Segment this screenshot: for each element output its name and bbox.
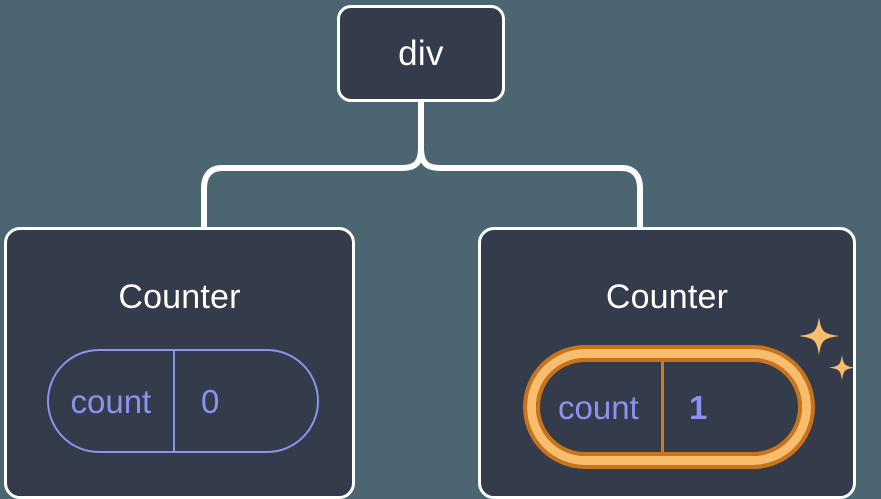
node-div[interactable]: div [337, 5, 505, 102]
hook-pill-wrapper: count 0 [43, 349, 322, 453]
hook-value-cell: 0 [173, 351, 245, 451]
counter-title: Counter [605, 278, 729, 316]
connector-to-right-child [418, 145, 643, 230]
connector-to-left-child [201, 145, 424, 230]
node-counter-left[interactable]: Counter count 0 [4, 227, 355, 499]
hook-pill-wrapper: count 1 [521, 349, 817, 465]
hook-pill-count[interactable]: count 0 [46, 349, 319, 453]
hook-value-label: 0 [201, 382, 220, 420]
hook-key-cell: count [536, 358, 661, 456]
hook-key-label: count [70, 382, 152, 420]
node-counter-right[interactable]: Counter count 1 [478, 227, 856, 499]
node-div-label: div [398, 34, 444, 73]
hook-key-label: count [558, 388, 639, 426]
hook-key-cell: count [49, 351, 174, 451]
hook-value-label: 1 [689, 388, 708, 426]
counter-title: Counter [118, 278, 241, 316]
hook-value-cell: 1 [660, 358, 733, 456]
hook-pill-count-highlighted[interactable]: count 1 [527, 349, 811, 465]
